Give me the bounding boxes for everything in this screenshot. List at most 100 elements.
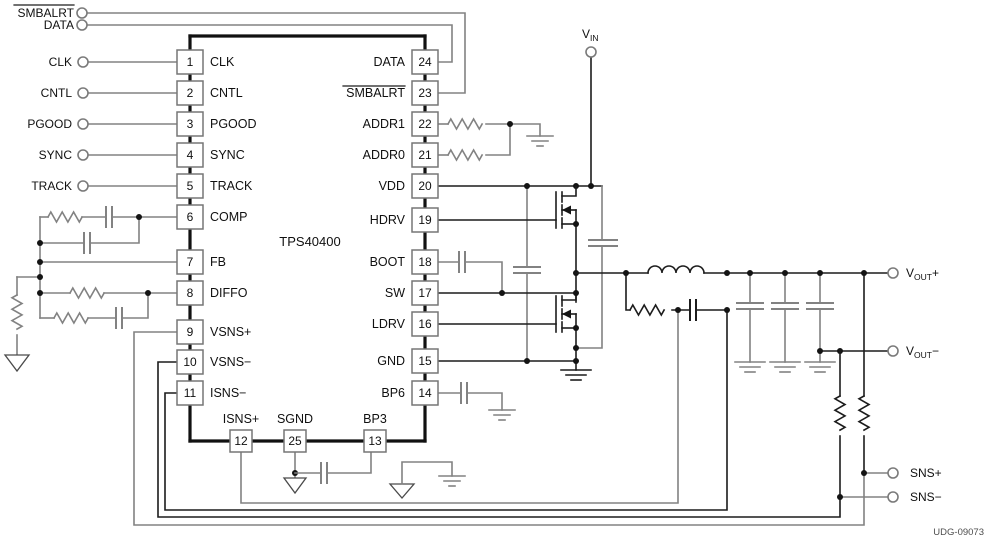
svg-text:FB: FB	[210, 255, 226, 269]
svg-text:TRACK: TRACK	[31, 179, 72, 193]
right-pin-boxes	[411, 49, 439, 406]
svg-text:22: 22	[418, 117, 432, 131]
agnd-triangle-1	[3, 354, 31, 373]
svg-text:BP6: BP6	[381, 386, 405, 400]
svg-text:14: 14	[418, 386, 432, 400]
svg-text:CNTL: CNTL	[41, 86, 73, 100]
addr0-resistor	[446, 148, 484, 162]
comp-resistor	[46, 210, 84, 224]
bp6-ground	[488, 409, 516, 421]
svg-text:6: 6	[187, 210, 194, 224]
svg-text:9: 9	[187, 325, 194, 339]
svg-text:GND: GND	[377, 354, 405, 368]
sns-plus-resistor	[857, 394, 871, 432]
addr-ground	[526, 135, 554, 147]
sgnd-bp-networks	[282, 382, 516, 499]
svg-text:10: 10	[183, 355, 197, 369]
pin-labels: CLK CNTL PGOOD SYNC TRACK COMP FB DIFFO …	[210, 55, 406, 426]
vout-minus-label: VOUT−	[906, 344, 939, 360]
svg-text:VDD: VDD	[379, 179, 405, 193]
svg-text:ADDR1: ADDR1	[363, 117, 405, 131]
svg-text:TRACK: TRACK	[210, 179, 253, 193]
terminal-vout-plus	[887, 267, 899, 279]
svg-text:11: 11	[184, 386, 197, 400]
output-capacitors	[734, 270, 836, 373]
terminal-cntl	[77, 87, 89, 99]
output-cap-1	[734, 272, 766, 373]
svg-text:5: 5	[187, 179, 194, 193]
diffo-resistor	[68, 286, 106, 300]
compensation-network	[3, 206, 178, 373]
vin-vdd-net	[436, 56, 618, 362]
svg-text:25: 25	[288, 434, 302, 448]
svg-text:2: 2	[187, 86, 194, 100]
vin-label: VIN	[582, 27, 599, 43]
svg-text:15: 15	[418, 354, 432, 368]
svg-text:ISNS+: ISNS+	[223, 412, 259, 426]
data-terminal-label: DATA	[44, 18, 74, 32]
terminal-data	[76, 19, 88, 31]
smbalrt-terminal-label: SMBALRT	[18, 6, 75, 20]
vout-plus-label: VOUT+	[906, 266, 939, 282]
power-stage	[436, 185, 592, 381]
svg-text:COMP: COMP	[210, 210, 248, 224]
svg-text:16: 16	[418, 317, 432, 331]
sns-minus-label: SNS−	[910, 490, 942, 504]
left-pin-boxes	[176, 49, 204, 406]
pgnd-tie-ground	[438, 475, 466, 487]
svg-text:PGOOD: PGOOD	[27, 117, 72, 131]
high-side-fet	[555, 185, 577, 229]
diffo-resistor-2	[52, 311, 90, 325]
drawing-note: UDG-09073	[933, 527, 984, 538]
svg-text:24: 24	[418, 55, 432, 69]
svg-text:VSNS−: VSNS−	[210, 355, 251, 369]
svg-text:DATA: DATA	[374, 55, 406, 69]
left-terminal-wires	[87, 61, 178, 187]
svg-text:12: 12	[234, 434, 248, 448]
sense-bus-routing	[133, 309, 865, 526]
svg-text:18: 18	[418, 255, 432, 269]
svg-text:ISNS−: ISNS−	[210, 386, 246, 400]
svg-text:1: 1	[187, 55, 194, 69]
svg-text:LDRV: LDRV	[372, 317, 406, 331]
svg-text:CLK: CLK	[49, 55, 72, 69]
svg-text:VSNS+: VSNS+	[210, 325, 251, 339]
sns-minus-resistor	[833, 394, 847, 432]
svg-text:SYNC: SYNC	[210, 148, 245, 162]
terminal-track	[77, 180, 89, 192]
svg-text:7: 7	[187, 255, 194, 269]
svg-text:3: 3	[187, 117, 194, 131]
svg-text:HDRV: HDRV	[370, 213, 406, 227]
terminal-pgood	[77, 118, 89, 130]
power-ground	[560, 369, 592, 381]
sgnd-triangle	[282, 477, 308, 495]
svg-text:ADDR0: ADDR0	[363, 148, 405, 162]
svg-text:21: 21	[418, 148, 432, 162]
svg-text:13: 13	[368, 434, 382, 448]
svg-text:CLK: CLK	[210, 55, 235, 69]
terminal-sns-minus	[887, 491, 899, 503]
svg-text:SGND: SGND	[277, 412, 313, 426]
output-cap-2	[769, 272, 801, 373]
terminal-sns-plus	[887, 467, 899, 479]
svg-text:SMBALRT: SMBALRT	[346, 86, 405, 100]
svg-text:19: 19	[418, 213, 432, 227]
svg-text:4: 4	[187, 148, 194, 162]
inductor	[647, 265, 705, 274]
svg-text:PGOOD: PGOOD	[210, 117, 257, 131]
terminal-vin	[585, 46, 597, 58]
addr1-resistor	[446, 117, 484, 131]
ic-body	[176, 34, 439, 453]
pin-numbers: 1 2 3 4 5 6 7 8 9 10 11 24 23 22 21 20 1…	[183, 55, 432, 448]
terminal-vout-minus	[887, 345, 899, 357]
fb-gnd-resistor	[10, 293, 24, 331]
svg-text:8: 8	[187, 286, 194, 300]
svg-text:17: 17	[418, 286, 432, 300]
terminal-clk	[77, 56, 89, 68]
terminal-sync	[77, 149, 89, 161]
svg-text:20: 20	[418, 179, 432, 193]
smbalrt-net	[87, 12, 466, 94]
